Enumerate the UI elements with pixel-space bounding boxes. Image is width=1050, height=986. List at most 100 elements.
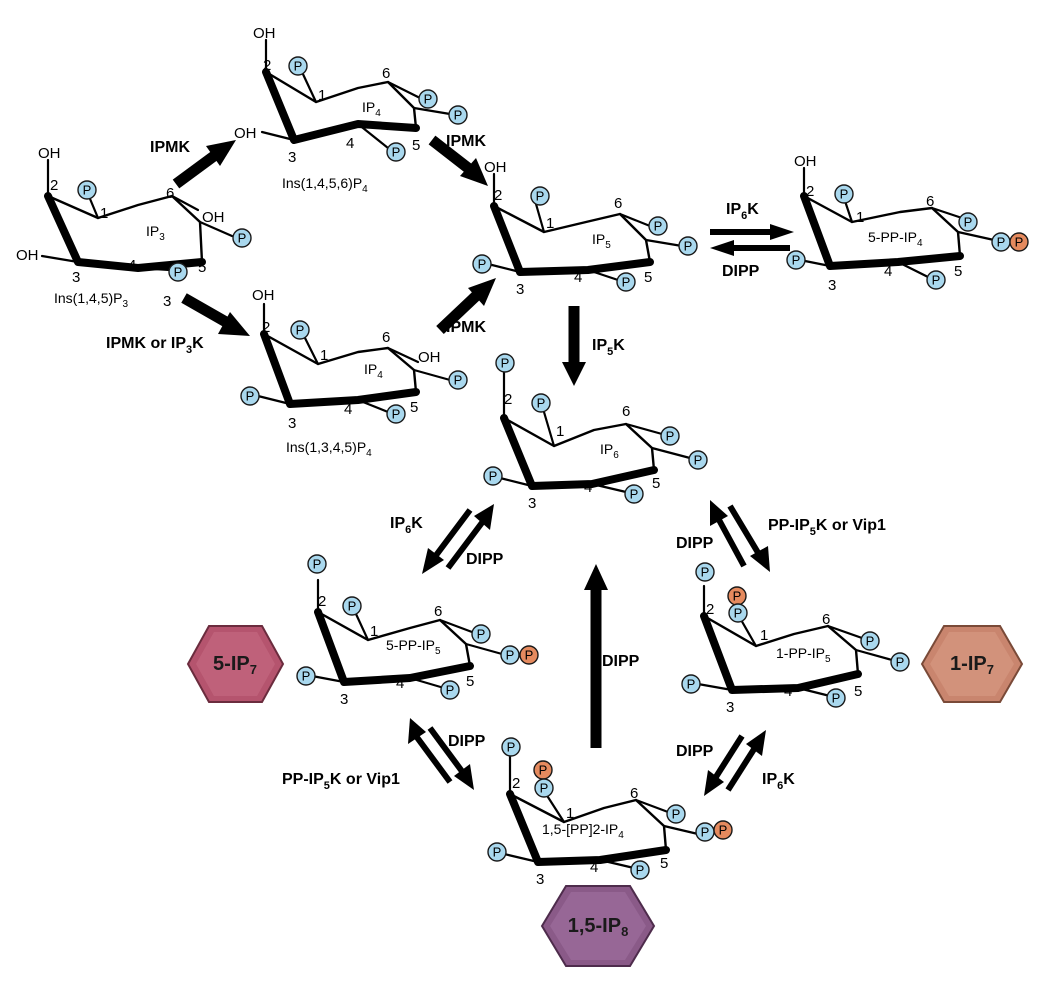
- arrow-ins1345p4-to-ip5: [436, 278, 496, 334]
- svg-text:6: 6: [614, 195, 622, 212]
- svg-text:P: P: [537, 396, 546, 411]
- svg-text:IP6: IP6: [600, 441, 619, 461]
- svg-text:P: P: [525, 648, 534, 663]
- phosphate-icon: P: [958, 212, 978, 232]
- svg-text:P: P: [733, 589, 742, 604]
- phosphate-icon: P: [296, 666, 316, 686]
- svg-text:P: P: [296, 323, 305, 338]
- enzyme-label-pp-ip5k-or-vip1: PP-IP5K or Vip1: [282, 771, 400, 792]
- svg-text:1: 1: [546, 215, 554, 232]
- svg-text:P: P: [392, 407, 401, 422]
- arrow-ip3-to-ins1345p4: [181, 293, 250, 336]
- svg-text:5: 5: [660, 855, 668, 872]
- svg-text:P: P: [694, 453, 703, 468]
- svg-text:P: P: [477, 627, 486, 642]
- svg-text:OH: OH: [252, 287, 275, 304]
- svg-text:P: P: [622, 275, 631, 290]
- svg-text:4: 4: [344, 401, 352, 418]
- svg-text:2: 2: [318, 593, 326, 610]
- phosphate-icon: P: [448, 105, 468, 125]
- phosphate-icon: P: [290, 320, 310, 340]
- phosphate-icon: P: [666, 804, 686, 824]
- svg-text:IP4: IP4: [364, 361, 383, 381]
- molecule-1-pp-ip5: 2 1 6 3 4 5 1-PP-IP5 P P P P P P P: [681, 562, 910, 716]
- svg-text:P: P: [666, 429, 675, 444]
- svg-text:3: 3: [828, 277, 836, 294]
- svg-text:2: 2: [262, 319, 270, 336]
- phosphate-icon: P: [681, 674, 701, 694]
- arrow-1-pp-ip5-to-ip8: [704, 730, 766, 796]
- svg-text:P: P: [654, 219, 663, 234]
- svg-text:Ins(1,3,4,5)P4: Ins(1,3,4,5)P4: [286, 439, 372, 459]
- svg-text:P: P: [478, 257, 487, 272]
- svg-text:P: P: [493, 845, 502, 860]
- phosphate-icon: P: [495, 353, 515, 373]
- hexagon-1-ip7: 1-IP7: [920, 625, 1024, 703]
- svg-text:1-IP7: 1-IP7: [950, 653, 994, 677]
- svg-text:P: P: [424, 92, 433, 107]
- svg-text:P: P: [636, 863, 645, 878]
- svg-text:2: 2: [512, 775, 520, 792]
- svg-text:OH: OH: [484, 159, 507, 176]
- svg-text:P: P: [83, 183, 92, 198]
- svg-text:5: 5: [198, 259, 206, 276]
- svg-text:IP3: IP3: [146, 223, 165, 243]
- molecule-5-pp-ip4: OH 2 1 6 3 4 5 5-PP-IP4 P P P P P P: [786, 153, 1029, 294]
- svg-text:P: P: [832, 691, 841, 706]
- svg-text:6: 6: [926, 193, 934, 210]
- phosphate-icon: P: [386, 142, 406, 162]
- phosphate-icon: P: [531, 393, 551, 413]
- hexagon-5-ip7: 5-IP7: [186, 625, 285, 703]
- svg-text:3: 3: [163, 293, 171, 310]
- svg-text:6: 6: [434, 603, 442, 620]
- svg-text:P: P: [932, 273, 941, 288]
- svg-text:1: 1: [370, 623, 378, 640]
- svg-text:OH: OH: [794, 153, 817, 170]
- svg-text:5-IP7: 5-IP7: [213, 653, 257, 677]
- phosphate-icon: P: [648, 216, 668, 236]
- phosphate-icon: P: [471, 624, 491, 644]
- svg-text:P: P: [687, 677, 696, 692]
- svg-text:4: 4: [884, 263, 892, 280]
- svg-text:P: P: [446, 683, 455, 698]
- svg-text:OH: OH: [16, 247, 39, 264]
- phosphate-icon: P: [616, 272, 636, 292]
- svg-text:6: 6: [166, 185, 174, 202]
- arrow-ip8-to-ip6: [584, 564, 608, 748]
- svg-text:4: 4: [346, 135, 354, 152]
- enzyme-label-dipp: DIPP: [466, 551, 504, 568]
- phosphate-icon: P: [786, 250, 806, 270]
- phosphate-icon: P: [688, 450, 708, 470]
- svg-text:P: P: [734, 606, 743, 621]
- enzyme-label-dipp: DIPP: [722, 263, 760, 280]
- phosphate-icon: P: [695, 562, 715, 582]
- enzyme-label-dipp: DIPP: [602, 653, 640, 670]
- molecule-ins1345p4: OH OH 2 1 6 3 4 5 IP4 Ins(1,3,4,5)P4 P P…: [240, 287, 468, 459]
- enzyme-label-pp-ip5k-or-vip1: PP-IP5K or Vip1: [768, 517, 886, 538]
- enzyme-label-ip6k: IP6K: [762, 771, 795, 792]
- svg-text:5: 5: [854, 683, 862, 700]
- phosphate-icon: P: [500, 645, 520, 665]
- molecule-5-pp-ip5: 2 1 6 3 4 5 5-PP-IP5 P P P P P P P: [296, 554, 539, 708]
- enzyme-label-dipp: DIPP: [676, 535, 714, 552]
- enzyme-label-ipmk-or-ip3k: IPMK or IP3K: [106, 335, 204, 356]
- phosphate-icon: P: [926, 270, 946, 290]
- svg-text:P: P: [896, 655, 905, 670]
- phosphate-icon: P: [168, 262, 188, 282]
- svg-text:P: P: [536, 189, 545, 204]
- svg-text:Ins(1,4,5)P3: Ins(1,4,5)P3: [54, 290, 128, 310]
- svg-text:1,5-IP8: 1,5-IP8: [568, 915, 629, 939]
- svg-text:1-PP-IP5: 1-PP-IP5: [776, 645, 831, 665]
- svg-text:P: P: [506, 648, 515, 663]
- svg-text:5-PP-IP5: 5-PP-IP5: [386, 637, 441, 657]
- phosphate-icon: P: [240, 386, 260, 406]
- svg-text:2: 2: [50, 177, 58, 194]
- svg-text:P: P: [1015, 235, 1024, 250]
- svg-text:4: 4: [784, 683, 792, 700]
- phosphate-icon: P: [534, 778, 554, 798]
- enzyme-label-ipmk: IPMK: [446, 319, 486, 336]
- molecule-1-5-pp2-ip4: 2 1 6 3 4 5 1,5-[PP]2-IP4 P P P P P P P …: [487, 737, 733, 888]
- phosphate-icon: P: [386, 404, 406, 424]
- svg-text:OH: OH: [418, 349, 441, 366]
